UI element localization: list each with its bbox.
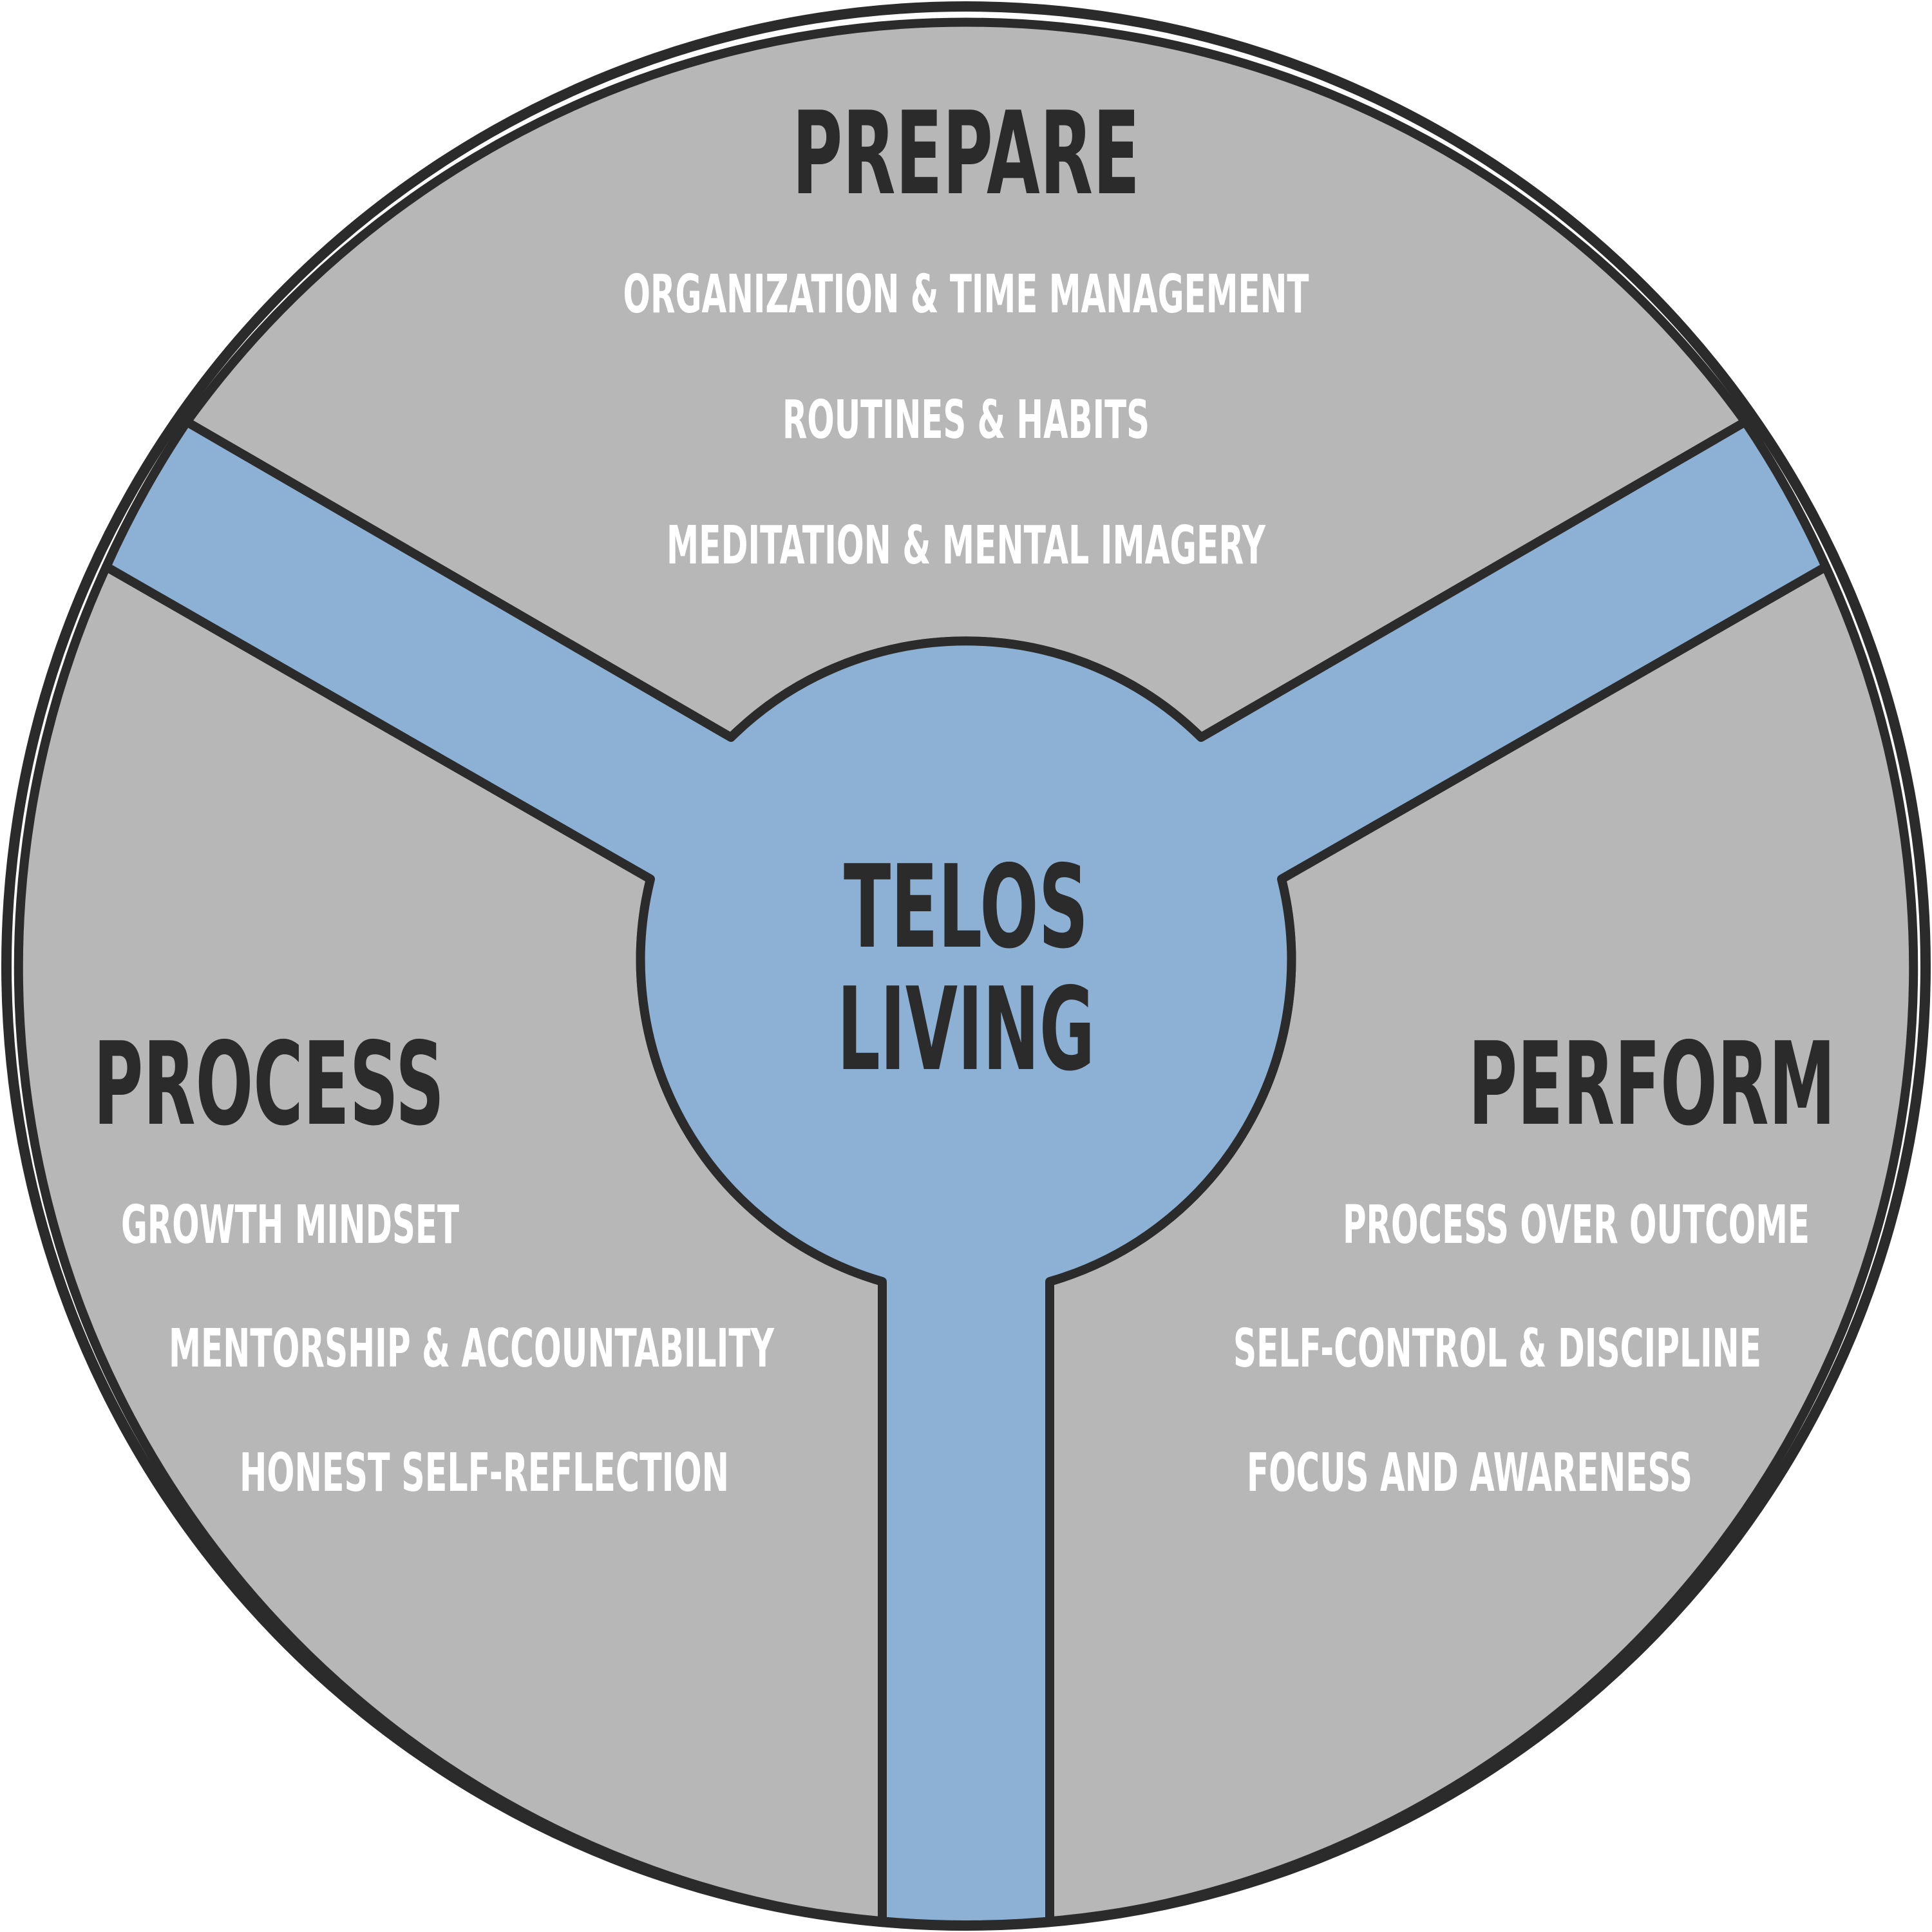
section-perform: PERFORM PROCESS OVER OUTCOME SELF-CONTRO… <box>1233 1018 1835 1504</box>
process-item-2: MENTORSHIP & ACCOUNTABILITY <box>169 1318 775 1379</box>
prepare-item-3: MEDITATION & MENTAL IMAGERY <box>667 515 1266 576</box>
wheel-segments <box>14 17 1918 1927</box>
perform-item-3: FOCUS AND AWARENESS <box>1247 1443 1692 1504</box>
section-prepare: PREPARE ORGANIZATION & TIME MANAGEMENT R… <box>623 87 1309 576</box>
perform-item-1: PROCESS OVER OUTCOME <box>1343 1195 1810 1256</box>
center-label: TELOS LIVING <box>837 840 1095 1096</box>
perform-item-2: SELF-CONTROL & DISCIPLINE <box>1233 1318 1761 1379</box>
center-line-1: TELOS <box>844 840 1088 974</box>
prepare-item-1: ORGANIZATION & TIME MANAGEMENT <box>623 264 1309 325</box>
wheel-spokes <box>102 417 1830 1931</box>
perform-title: PERFORM <box>1468 1018 1835 1151</box>
prepare-title: PREPARE <box>792 87 1140 220</box>
spoke-hub <box>102 417 1830 1931</box>
process-title: PROCESS <box>93 1018 444 1151</box>
process-item-1: GROWTH MINDSET <box>121 1195 459 1256</box>
center-line-2: LIVING <box>837 963 1095 1096</box>
section-process: PROCESS GROWTH MINDSET MENTORSHIP & ACCO… <box>93 1018 775 1504</box>
process-item-3: HONEST SELF-REFLECTION <box>240 1443 729 1504</box>
prepare-item-2: ROUTINES & HABITS <box>782 390 1150 451</box>
